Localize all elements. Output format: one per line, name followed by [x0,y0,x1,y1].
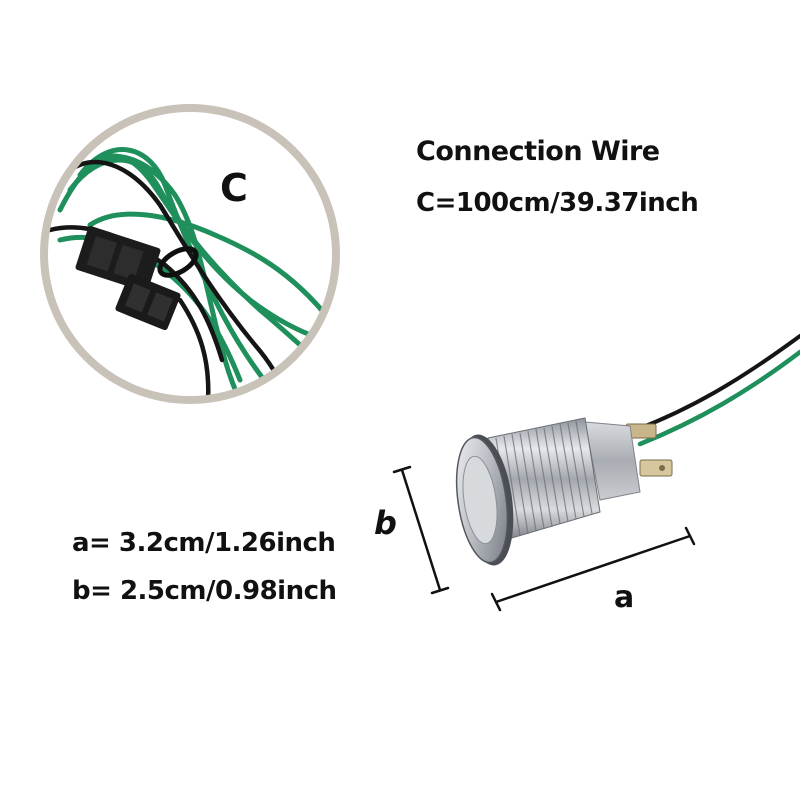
wire-length-spec: C=100cm/39.37inch [416,188,699,218]
connector-housing [75,226,181,331]
connection-wire-heading: Connection Wire [416,136,660,167]
dimension-b-spec: b= 2.5cm/0.98inch [72,576,337,606]
push-button-switch [455,334,800,566]
cable-tie [157,246,199,278]
inset-label-c: C [220,166,248,210]
dimension-label-b: b [374,504,397,542]
wire-closeup-inset [40,104,340,404]
dimension-label-a: a [614,580,635,615]
dimension-a-spec: a= 3.2cm/1.26inch [72,528,336,558]
dimension-line-a [490,526,696,612]
dimension-line-b [392,465,450,595]
